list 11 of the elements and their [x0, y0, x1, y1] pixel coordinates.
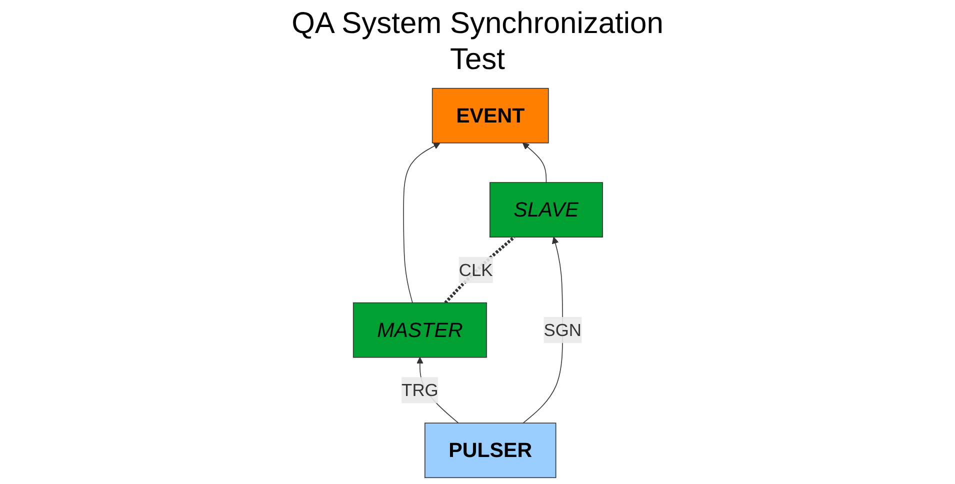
- edge-label: SGN: [543, 320, 582, 340]
- edge-label: CLK: [458, 260, 492, 280]
- node-box: PULSER: [424, 422, 556, 478]
- edge-label: TRG: [401, 380, 438, 400]
- connector: [444, 236, 515, 304]
- arrow: [402, 142, 440, 304]
- node-box: SLAVE: [489, 182, 603, 238]
- node-box: EVENT: [431, 88, 548, 144]
- diagram-title: QA System Synchronization Test: [290, 6, 664, 78]
- node-box: MASTER: [352, 302, 486, 358]
- arrow: [522, 142, 546, 183]
